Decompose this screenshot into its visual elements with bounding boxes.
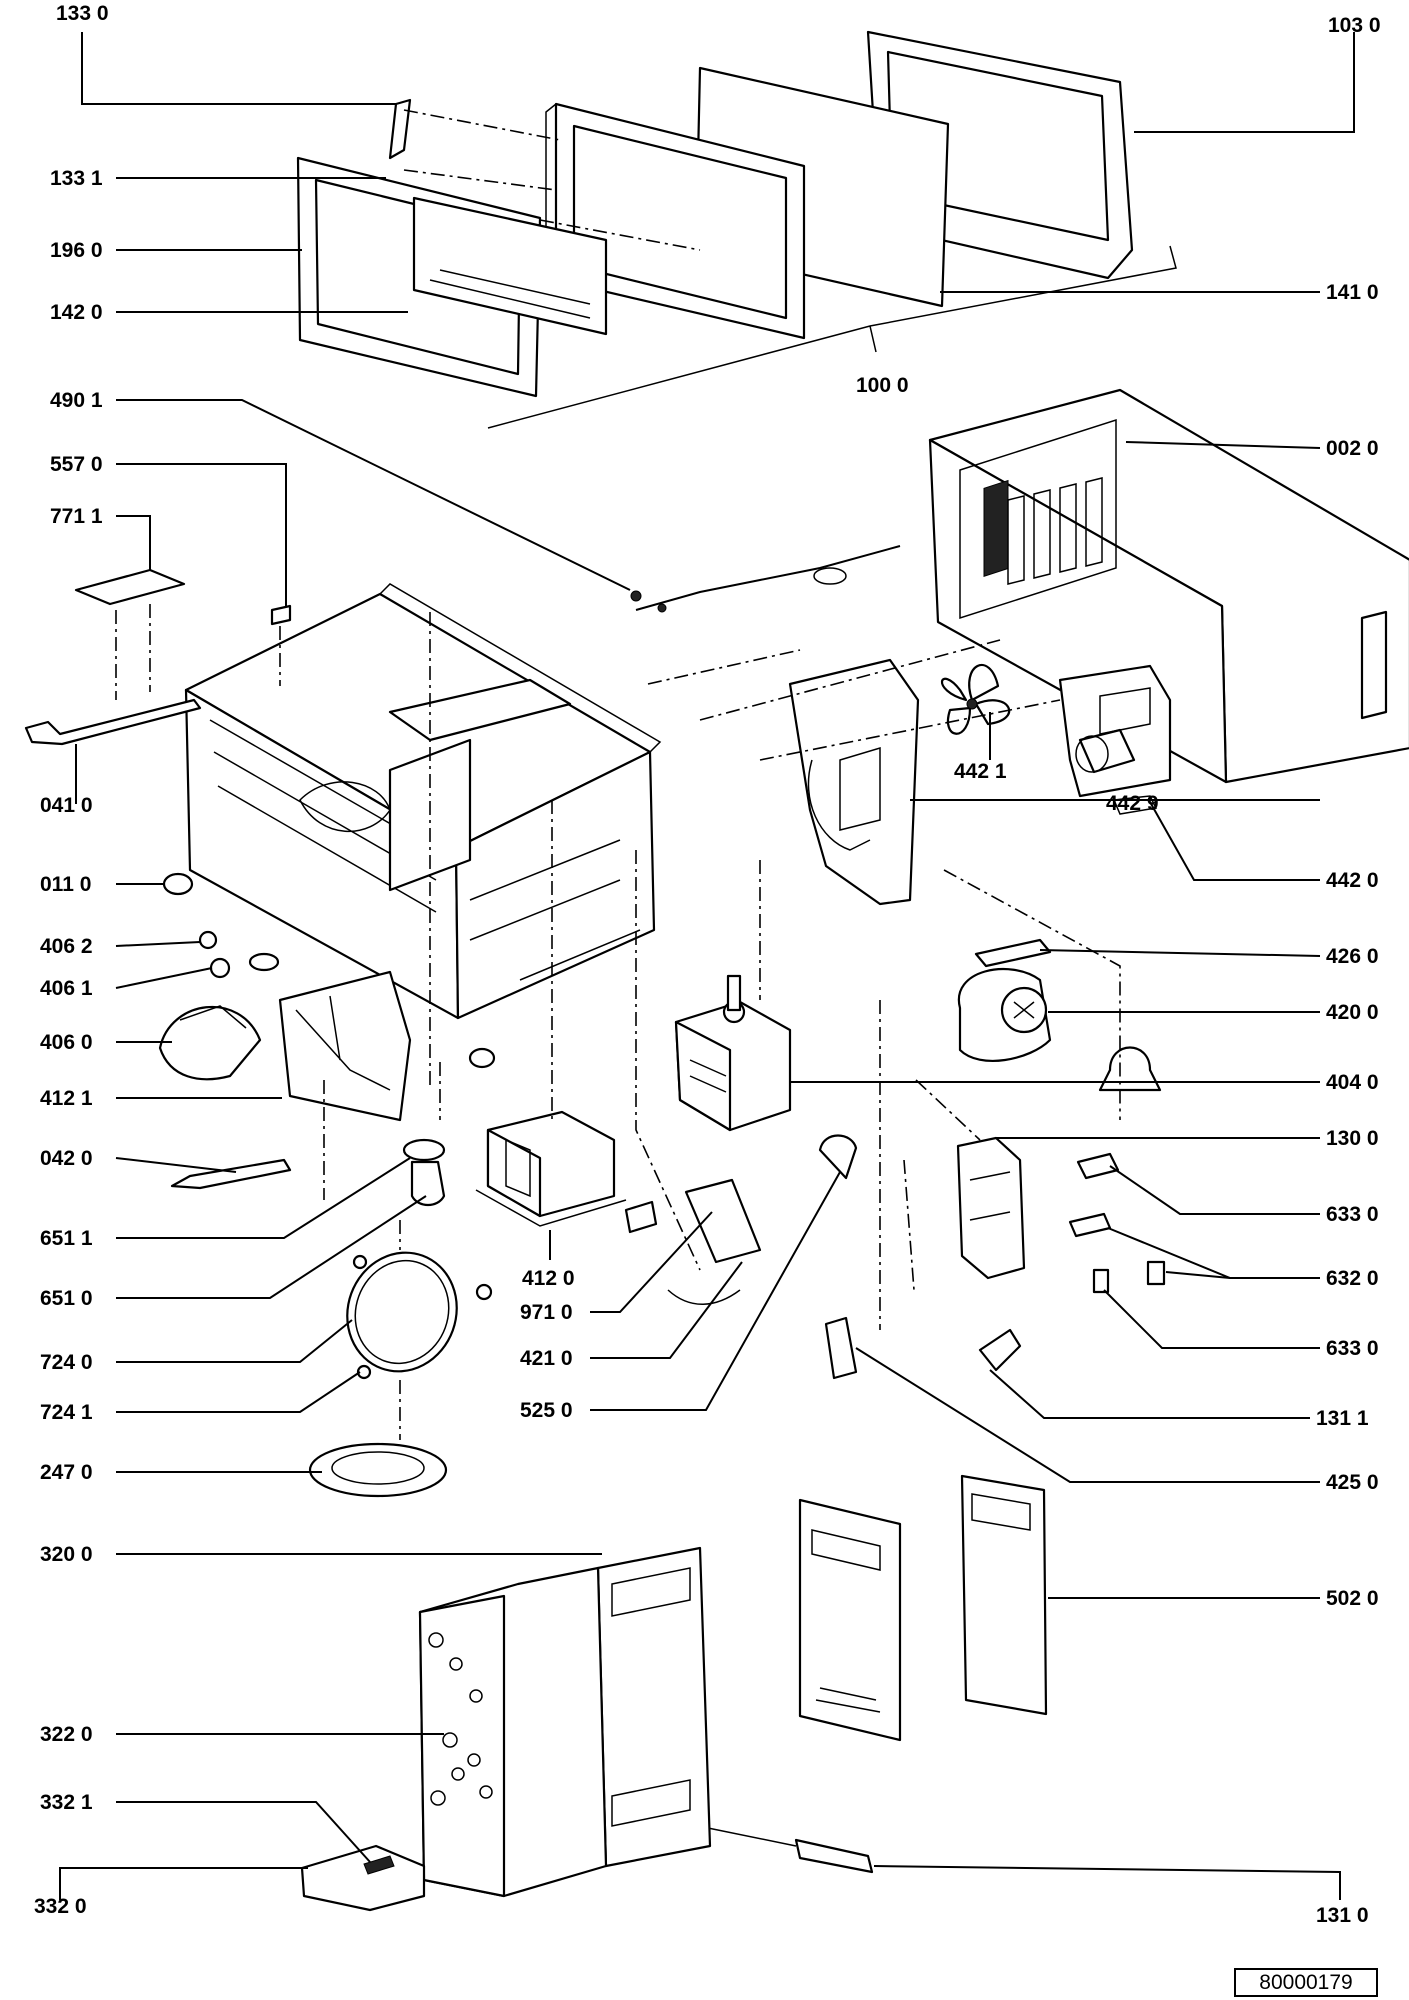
label-0410: 041 0 bbox=[40, 794, 93, 817]
control-panel-frame bbox=[960, 1474, 1048, 1716]
label-4060: 406 0 bbox=[40, 1031, 93, 1054]
micro-switch-d bbox=[1092, 1268, 1110, 1294]
leader-lines bbox=[59, 32, 1355, 1900]
label-4250: 425 0 bbox=[1326, 1471, 1379, 1494]
latch-lever bbox=[978, 1328, 1022, 1372]
label-4121: 412 1 bbox=[40, 1087, 93, 1110]
oven-chassis bbox=[24, 545, 901, 1069]
coupler-washer bbox=[209, 957, 231, 979]
capacitor-bracket bbox=[974, 938, 1052, 968]
label-4260: 426 0 bbox=[1326, 945, 1379, 968]
roller-wheel bbox=[356, 1364, 372, 1380]
label-1330: 133 0 bbox=[56, 2, 109, 25]
label-4040: 404 0 bbox=[1326, 1071, 1379, 1094]
label-4420: 442 0 bbox=[1326, 869, 1379, 892]
label-2470: 247 0 bbox=[40, 1461, 93, 1484]
micro-switch-a bbox=[1076, 1152, 1120, 1180]
label-4421: 442 1 bbox=[954, 760, 1007, 783]
door-latch-board bbox=[956, 1136, 1026, 1280]
keypad-ribbon-connector bbox=[794, 1838, 874, 1874]
label-3320: 332 0 bbox=[34, 1895, 87, 1918]
label-3200: 320 0 bbox=[40, 1543, 93, 1566]
label-4901: 490 1 bbox=[50, 389, 103, 412]
label-3220: 322 0 bbox=[40, 1723, 93, 1746]
label-6330b: 633 0 bbox=[1326, 1337, 1379, 1360]
wiring-harness bbox=[635, 545, 901, 611]
label-9710: 971 0 bbox=[520, 1301, 573, 1324]
control-board-chip bbox=[363, 1855, 395, 1875]
label-1300: 130 0 bbox=[1326, 1127, 1379, 1150]
label-7711: 771 1 bbox=[50, 505, 103, 528]
fan-motor bbox=[1058, 664, 1172, 815]
label-0420: 042 0 bbox=[40, 1147, 93, 1170]
turntable-parts bbox=[170, 1138, 493, 1498]
fan-blade bbox=[940, 664, 1011, 735]
label-5250: 525 0 bbox=[520, 1399, 573, 1422]
label-1310: 131 0 bbox=[1316, 1904, 1369, 1927]
label-4200: 420 0 bbox=[1326, 1001, 1379, 1024]
label-3321: 332 1 bbox=[40, 1791, 93, 1814]
fan-assembly bbox=[788, 658, 1172, 1092]
micro-switch-c bbox=[1146, 1260, 1166, 1286]
label-0020: 002 0 bbox=[1326, 437, 1379, 460]
capacitor-clamp bbox=[1098, 1046, 1162, 1092]
diode-bracket bbox=[818, 1134, 858, 1180]
high-voltage-capacitor bbox=[957, 967, 1052, 1062]
label-7241: 724 1 bbox=[40, 1401, 93, 1424]
turntable-roller-ring bbox=[346, 1251, 458, 1373]
oven-foot bbox=[162, 872, 194, 896]
control-board-tray bbox=[300, 1844, 426, 1912]
label-4429: 442 9 bbox=[1106, 792, 1159, 815]
label-6510: 651 0 bbox=[40, 1287, 93, 1310]
latch-spring-bracket bbox=[170, 1158, 292, 1190]
label-1410: 141 0 bbox=[1326, 281, 1379, 304]
door-hinge-rod bbox=[388, 98, 412, 160]
label-0110: 011 0 bbox=[40, 873, 91, 896]
label-6330a: 633 0 bbox=[1326, 1203, 1379, 1226]
micro-switch-b bbox=[1068, 1212, 1112, 1238]
label-6320: 632 0 bbox=[1326, 1267, 1379, 1290]
door-glass bbox=[412, 196, 608, 336]
waveguide-cover-plate bbox=[74, 568, 186, 606]
control-panel-fascia bbox=[596, 1546, 712, 1868]
air-duct bbox=[278, 970, 412, 1122]
high-voltage-transformer bbox=[475, 1110, 627, 1227]
lamp-holder bbox=[402, 1138, 446, 1162]
turntable-motor bbox=[158, 1005, 262, 1081]
label-4061: 406 1 bbox=[40, 977, 93, 1000]
control-panel-assembly bbox=[300, 1474, 1048, 1912]
control-bracket bbox=[684, 1178, 762, 1264]
monitor-switch bbox=[824, 1316, 858, 1380]
magnetron bbox=[674, 974, 792, 1132]
part-labels: 133 0 133 1 196 0 142 0 103 0 141 0 100 … bbox=[34, 2, 1381, 1927]
label-1420: 142 0 bbox=[50, 301, 103, 324]
turntable-coupler bbox=[198, 930, 218, 950]
label-7240: 724 0 bbox=[40, 1351, 93, 1374]
thermal-cutout bbox=[270, 604, 292, 626]
label-1960: 196 0 bbox=[50, 239, 103, 262]
label-4062: 406 2 bbox=[40, 935, 93, 958]
fan-duct bbox=[788, 658, 920, 906]
label-1331: 133 1 bbox=[50, 167, 103, 190]
alignment-lines bbox=[115, 604, 1121, 1440]
label-6511: 651 1 bbox=[40, 1227, 93, 1250]
label-5020: 502 0 bbox=[1326, 1587, 1379, 1610]
label-4120: 412 0 bbox=[522, 1267, 575, 1290]
door-latch-bracket bbox=[24, 698, 202, 746]
label-1000: 100 0 bbox=[856, 374, 909, 397]
label-5570: 557 0 bbox=[50, 453, 103, 476]
label-4210: 421 0 bbox=[520, 1347, 573, 1370]
drawing-number: 80000179 bbox=[1234, 1968, 1378, 1997]
label-1311: 131 1 bbox=[1316, 1407, 1369, 1430]
electrical-components bbox=[158, 930, 1166, 1380]
door-assembly bbox=[296, 30, 1177, 429]
oven-lamp bbox=[410, 1160, 446, 1207]
label-1030: 103 0 bbox=[1328, 14, 1381, 37]
